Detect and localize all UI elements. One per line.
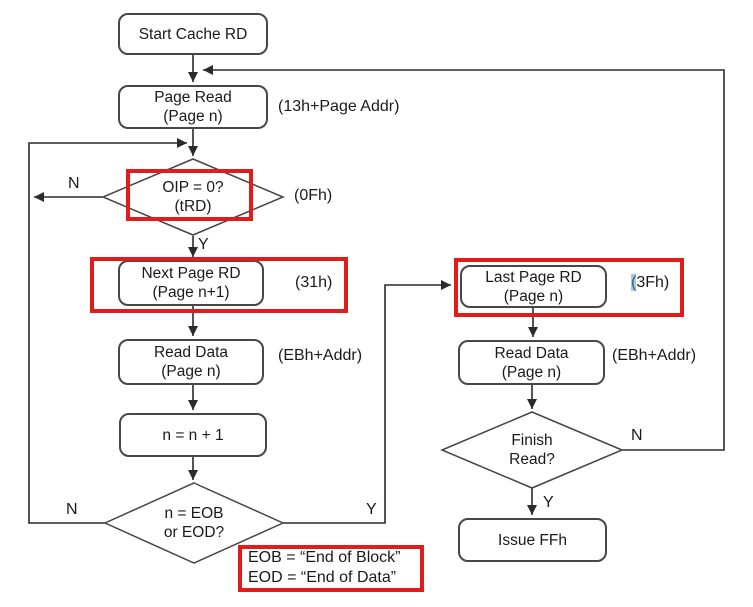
highlight-box-oip xyxy=(126,169,253,221)
branch-label-oip-yes: Y xyxy=(198,236,209,253)
node-label-line1: Read Data xyxy=(494,344,569,362)
selected-text-highlight: ( xyxy=(631,274,637,291)
node-label-line1: Next Page RD xyxy=(141,265,241,282)
oip-diamond-label: OIP = 0? (tRD) xyxy=(133,178,253,216)
legend-line-eob: EOB = “End of Block” xyxy=(248,549,401,566)
node-label-line2: (Page n+1) xyxy=(152,284,230,301)
branch-label-eob-yes: Y xyxy=(366,501,377,518)
node-label-line2: (Page n) xyxy=(163,108,223,125)
branch-label-eob-no: N xyxy=(66,501,78,518)
highlight-box-next-page xyxy=(90,257,348,313)
highlight-box-legend xyxy=(238,545,424,592)
annotation-next-page-cmd: (31h) xyxy=(295,274,333,291)
node-label-line1: Page Read xyxy=(154,89,232,106)
annotation-rest: 3Fh) xyxy=(636,274,670,291)
node-read-data-left: Read Data (Page n) xyxy=(118,339,264,385)
node-increment-n: n = n + 1 xyxy=(119,413,267,457)
annotation-oip-cmd: (0Fh) xyxy=(294,187,333,204)
node-label-line1: Read Data xyxy=(153,344,229,361)
diamond-label-line1: n = EOB xyxy=(164,505,224,522)
annotation-read-data-left-cmd: (EBh+Addr) xyxy=(278,347,363,364)
oip-diamond xyxy=(101,158,285,236)
highlight-box-last-page xyxy=(454,258,684,317)
diamond-label-line2: or EOD? xyxy=(163,524,225,541)
annotation-read-data-right-cmd: (EBh+Addr) xyxy=(612,347,697,364)
node-label: n = n + 1 xyxy=(162,426,224,444)
node-label-line2: (Page n) xyxy=(503,287,564,305)
annotation-page-read-cmd: (13h+Page Addr) xyxy=(278,98,400,115)
branch-label-finish-no: N xyxy=(631,427,643,444)
branch-label-oip-no: N xyxy=(68,175,80,192)
node-start-cache-rd: Start Cache RD xyxy=(118,13,268,55)
node-label: Issue FFh xyxy=(498,531,567,549)
legend: EOB = “End of Block” EOD = “End of Data” xyxy=(248,548,401,588)
node-label-line2: (Page n) xyxy=(161,363,221,380)
edge-finish-no-loop xyxy=(203,65,725,451)
legend-line-eod: EOD = “End of Data” xyxy=(248,569,397,586)
node-read-data-right: Read Data (Page n) xyxy=(458,340,605,385)
annotation-last-page-cmd: (3Fh) xyxy=(631,274,669,292)
node-label-line2: (Page n) xyxy=(501,363,562,381)
node-next-page-rd: Next Page RD (Page n+1) xyxy=(118,260,264,306)
node-last-page-rd: Last Page RD (Page n) xyxy=(460,265,607,308)
diamond-label-line1: Finish xyxy=(511,432,553,449)
edge-eob-yes-to-lastpage xyxy=(283,280,451,524)
diamond-label-line1: OIP = 0? xyxy=(162,179,224,196)
eob-diamond-label: n = EOB or EOD? xyxy=(134,504,254,542)
finish-diamond-label: Finish Read? xyxy=(472,431,592,469)
diamond-label-line2: (tRD) xyxy=(174,198,212,215)
edge-eob-no-loop xyxy=(28,138,187,524)
finish-diamond xyxy=(440,411,624,489)
node-issue-ffh: Issue FFh xyxy=(458,518,607,562)
eob-diamond xyxy=(103,482,285,564)
node-label: Start Cache RD xyxy=(138,25,248,43)
diamond-label-line2: Read? xyxy=(509,451,555,468)
node-page-read: Page Read (Page n) xyxy=(118,85,268,129)
branch-label-finish-yes: Y xyxy=(543,494,554,511)
node-label-line1: Last Page RD xyxy=(485,268,582,286)
